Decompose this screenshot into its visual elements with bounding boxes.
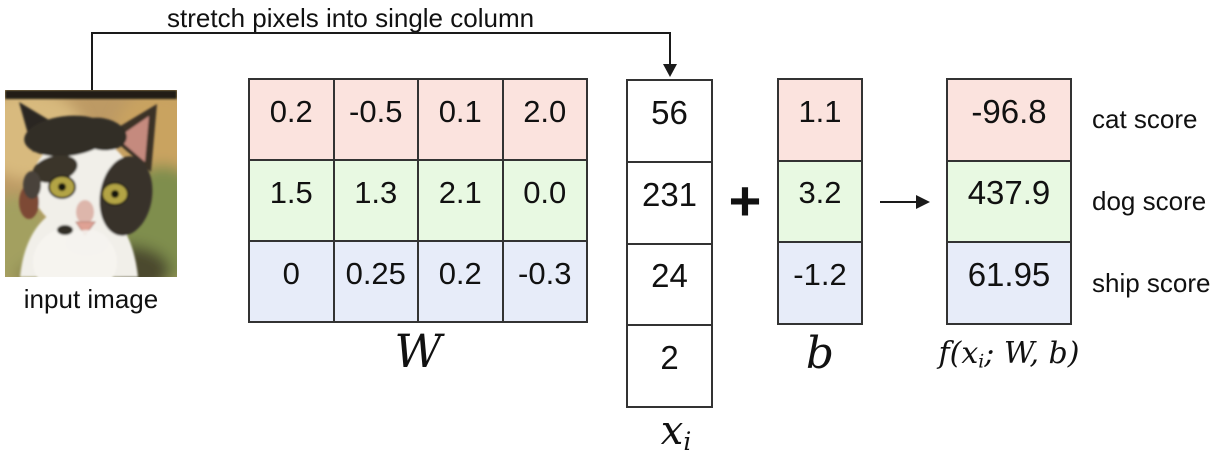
input-image-caption: input image bbox=[23, 284, 159, 314]
pixel-vector: 56 231 24 2 bbox=[626, 79, 713, 408]
matrix-cell: -0.3 bbox=[503, 242, 586, 321]
matrix-cell: 0.0 bbox=[503, 161, 586, 240]
matrix-cell: 1.3 bbox=[334, 161, 417, 240]
vector-cell: 1.1 bbox=[779, 80, 861, 160]
matrix-cell: 0 bbox=[250, 242, 333, 321]
vector-cell: 437.9 bbox=[948, 161, 1070, 242]
vector-cell: 3.2 bbox=[779, 161, 861, 242]
matrix-cell: 0.1 bbox=[419, 80, 502, 159]
matrix-cell: 0.2 bbox=[250, 80, 333, 159]
matrix-cell: 0.25 bbox=[334, 242, 417, 321]
bias-vector: 1.1 3.2 -1.2 bbox=[777, 78, 863, 325]
score-label-cat: cat score bbox=[1092, 103, 1198, 134]
bias-vector-label: b bbox=[805, 328, 835, 379]
score-label-ship: ship score bbox=[1092, 268, 1211, 299]
vector-cell: 56 bbox=[628, 81, 711, 161]
vector-cell: 231 bbox=[628, 162, 711, 243]
score-vector-label: f(xi; W, b) bbox=[938, 336, 1080, 373]
matrix-cell: 0.2 bbox=[419, 242, 502, 321]
matrix-cell: 2.0 bbox=[503, 80, 586, 159]
score-labels: cat score dog score ship score bbox=[1092, 78, 1211, 325]
vector-cell: 24 bbox=[628, 244, 711, 325]
stretch-note: stretch pixels into single column bbox=[167, 3, 535, 33]
matrix-cell: 1.5 bbox=[250, 161, 333, 240]
weight-matrix: 0.2 -0.5 0.1 2.0 1.5 1.3 2.1 0.0 0 0.25 … bbox=[248, 78, 588, 323]
arrow-right-icon bbox=[880, 195, 930, 209]
cat-photo bbox=[5, 90, 177, 277]
weight-matrix-label: W bbox=[394, 324, 442, 378]
pixel-vector-label: xi bbox=[660, 408, 692, 453]
vector-cell: -1.2 bbox=[779, 243, 861, 323]
matrix-cell: 2.1 bbox=[419, 161, 502, 240]
vector-cell: 61.95 bbox=[948, 243, 1070, 323]
plus-operator: + bbox=[728, 169, 762, 232]
vector-cell: -96.8 bbox=[948, 80, 1070, 160]
score-label-dog: dog score bbox=[1092, 185, 1207, 216]
score-vector: -96.8 437.9 61.95 bbox=[946, 78, 1072, 325]
matrix-cell: -0.5 bbox=[334, 80, 417, 159]
vector-cell: 2 bbox=[628, 326, 711, 406]
